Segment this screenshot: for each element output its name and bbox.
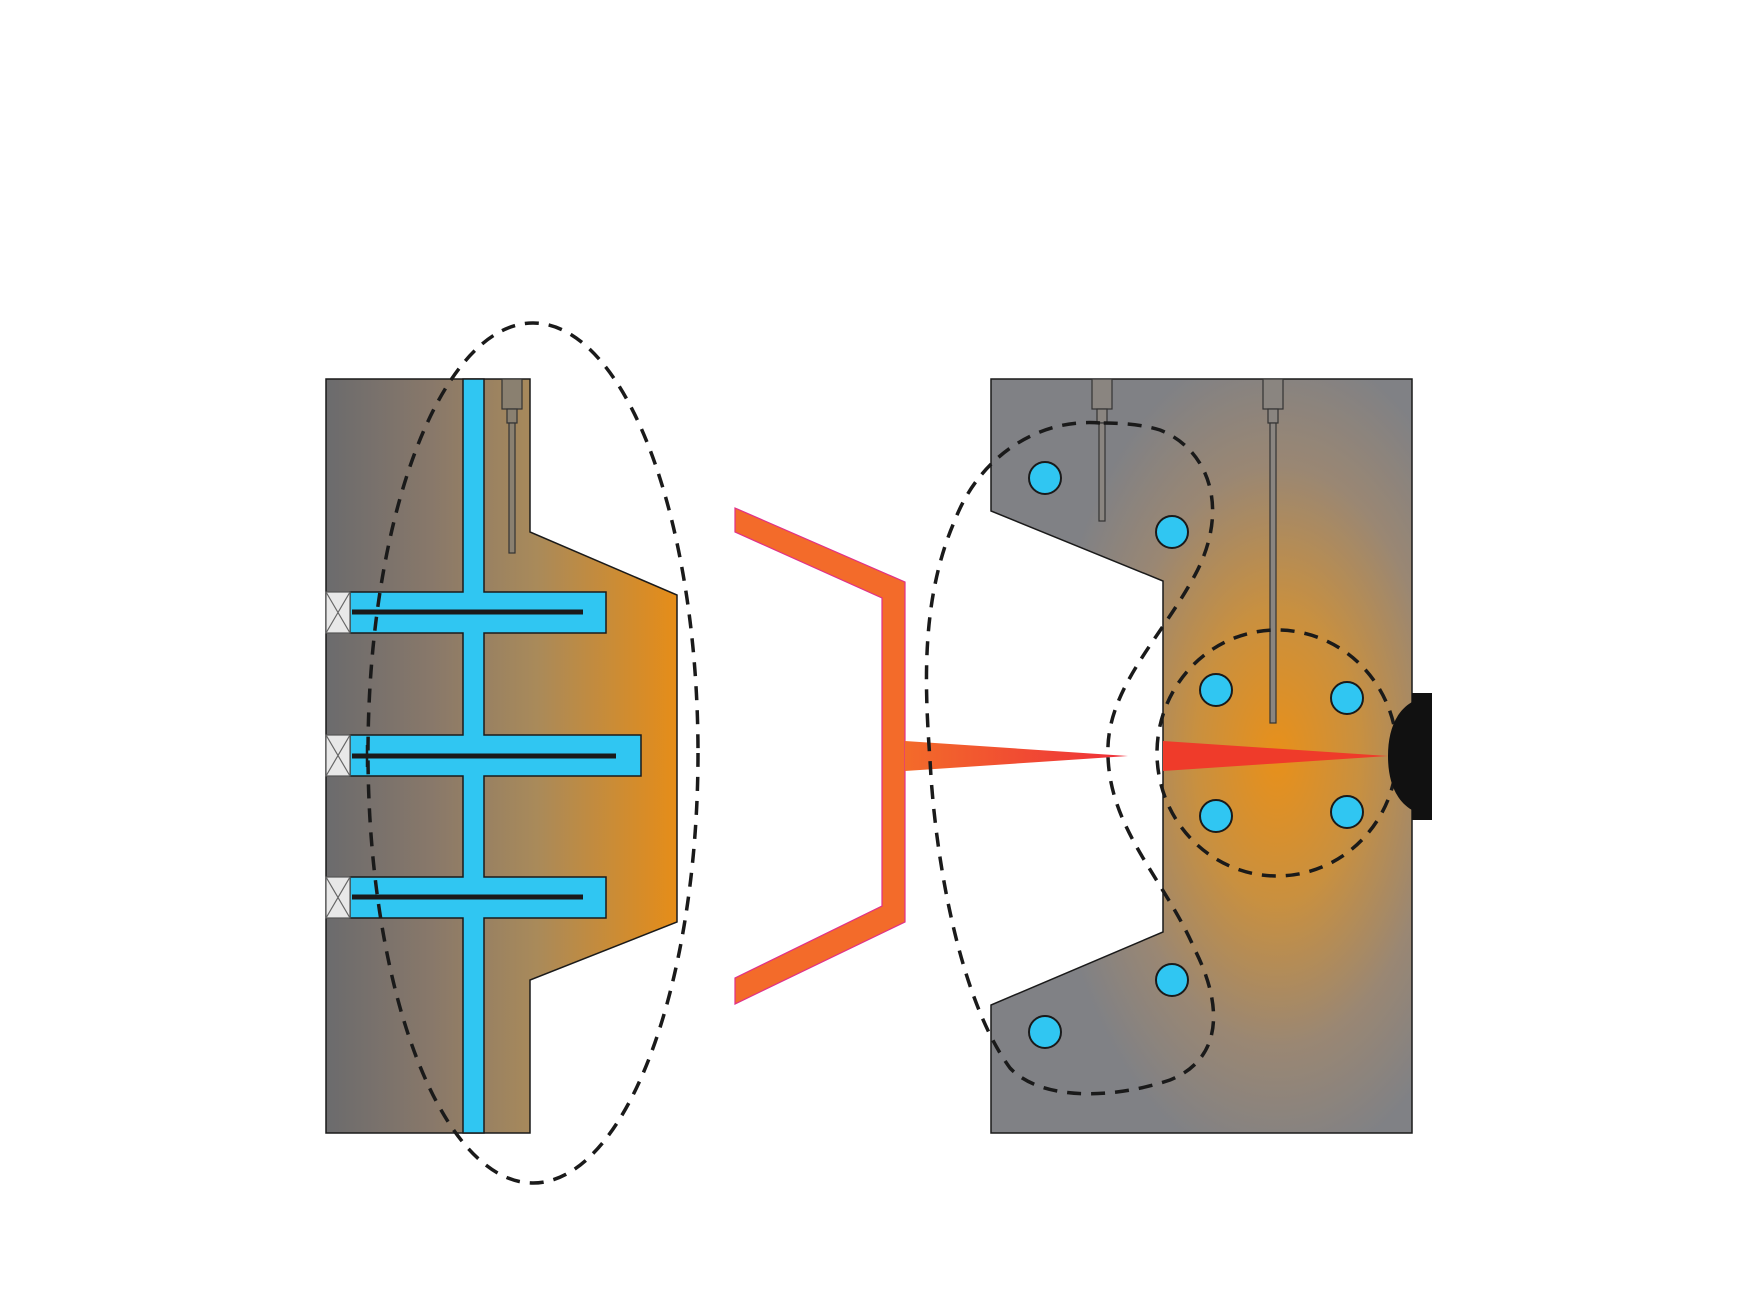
cooling-hole — [1155, 963, 1189, 997]
part-shell — [734, 507, 906, 1005]
core-mold-half — [325, 321, 700, 1185]
ejector-pin — [1262, 378, 1284, 724]
coolant-port — [325, 591, 351, 634]
cooling-hole — [1330, 795, 1364, 829]
cavity-cooling-zone-outline — [924, 420, 1216, 1096]
cooling-holes — [1028, 461, 1364, 1049]
cavity-mold-half — [924, 378, 1432, 1134]
cooling-hole — [1199, 673, 1233, 707]
molded-part — [734, 507, 1128, 1005]
core-cooling-zone-outline — [366, 321, 700, 1185]
cooling-hole — [1155, 515, 1189, 549]
cooling-hole — [1028, 461, 1062, 495]
injection-nozzle — [1388, 693, 1432, 820]
coolant-port — [325, 876, 351, 919]
ejector-pin — [501, 378, 523, 554]
ejector-pin — [1091, 378, 1113, 522]
cooling-channels — [349, 378, 642, 1134]
cooling-hole — [1199, 799, 1233, 833]
cooling-hole — [1028, 1015, 1062, 1049]
cooling-hole — [1330, 681, 1364, 715]
coolant-port — [325, 734, 351, 777]
sprue-channel — [1163, 741, 1388, 771]
sprue-gate — [905, 741, 1128, 771]
